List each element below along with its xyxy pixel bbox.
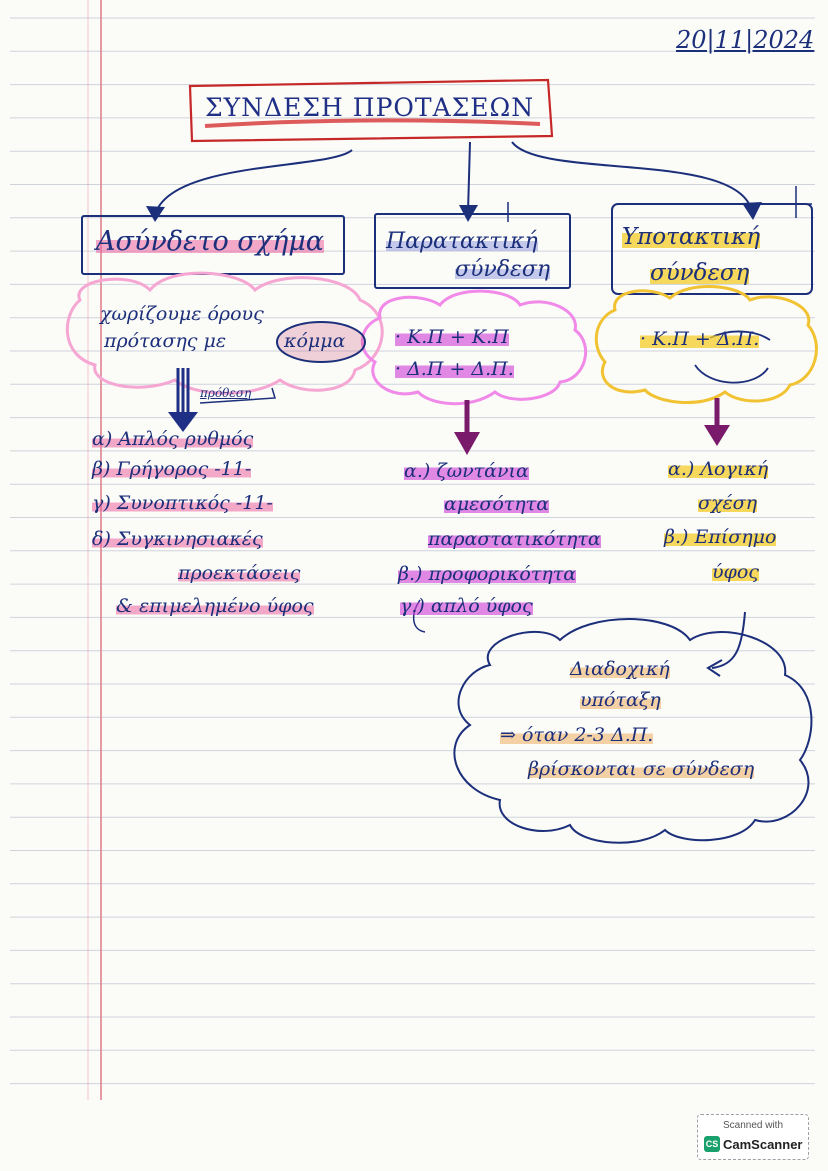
parataktiki-cloud-line2: · Δ.Π + Δ.Π. [395,358,514,380]
arrow-to-bottom-cloud [711,611,746,669]
parataktiki-cloud-line1: · Κ.Π + Κ.Π [395,326,509,348]
parataktiki-item-2: αμεσότητα [444,493,550,515]
date: 20|11|2024 [676,26,815,54]
asyndeto-komma: κόμμα [284,330,346,352]
asyndeto-item-1: α) Απλός ρυθμός [92,428,254,450]
ruled-lines [10,17,815,1085]
parataktiki-heading-line1: Παρατακτική [386,229,538,254]
ypotaktiki-item-4: ύφος [712,561,759,583]
bottom-cloud-line4: βρίσκονται σε σύνδεση [528,758,755,780]
bottom-cloud-line3: ⇒ όταν 2-3 Δ.Π. [500,724,654,746]
ypotaktiki-box [611,203,813,295]
bottom-cloud-line1: Διαδοχική [570,658,670,680]
asyndeto-arrow-note: πρόθεση [200,386,252,400]
arrow-to-parataktiki [467,141,471,213]
asyndeto-cloud-line2: πρότασης με [104,330,227,352]
ypotaktiki-item-3: β.) Επίσημο [664,526,777,548]
komma-circle [276,321,366,363]
parataktiki-item-1: α.) ζωντάνια [404,460,529,482]
ypotaktiki-item-2: σχέση [698,492,758,514]
asyndeto-heading: Ασύνδετο σχήμα [96,226,325,257]
ypotaktiki-heading-line2: σύνδεση [650,260,750,286]
asyndeto-item-2: β) Γρήγορος -11- [92,458,252,480]
parataktiki-item-4: β.) προφορικότητα [398,563,577,585]
title-box [188,78,554,143]
arrow-to-asyndeto [154,149,353,216]
asyndeto-item-6: & επιμελημένο ύφος [116,595,314,617]
ypotaktiki-cloud-line1: · Κ.Π + Δ.Π. [640,328,760,350]
arrow-down-asyndeto [176,368,190,420]
ypotaktiki-heading-line1: Υποτακτική [622,224,761,250]
parataktiki-box [374,213,571,289]
asyndeto-item-4: δ) Συγκινησιακές [92,528,263,550]
ypotaktiki-item-1: α.) Λογική [668,458,769,480]
bottom-cloud [453,618,813,844]
magenta-cloud [360,289,588,406]
page-title: ΣΥΝΔΕΣΗ ΠΡΟΤΑΣΕΩΝ [205,93,535,122]
camscanner-badge: Scanned with CS CamScanner [697,1114,809,1160]
yellow-cloud [594,285,818,405]
scan-badge-top: Scanned with [722,1120,784,1131]
scan-badge-name: CamScanner [723,1137,803,1152]
asyndeto-cloud-line1: χωρίζουμε όρους [100,303,264,325]
bottom-cloud-line2: υπόταξη [580,689,661,711]
asyndeto-item-5: προεκτάσεις [178,562,301,584]
parataktiki-heading-line2: σύνδεση [455,257,551,282]
parataktiki-item-5: γ.) απλό ύφος [400,595,533,617]
arrow-to-ypotaktiki [511,141,753,213]
parataktiki-item-3: παραστατικότητα [428,528,601,550]
pink-cloud [65,271,384,395]
camscanner-logo-icon: CS [704,1136,720,1152]
asyndeto-item-3: γ) Συνοπτικός -11- [92,492,273,514]
